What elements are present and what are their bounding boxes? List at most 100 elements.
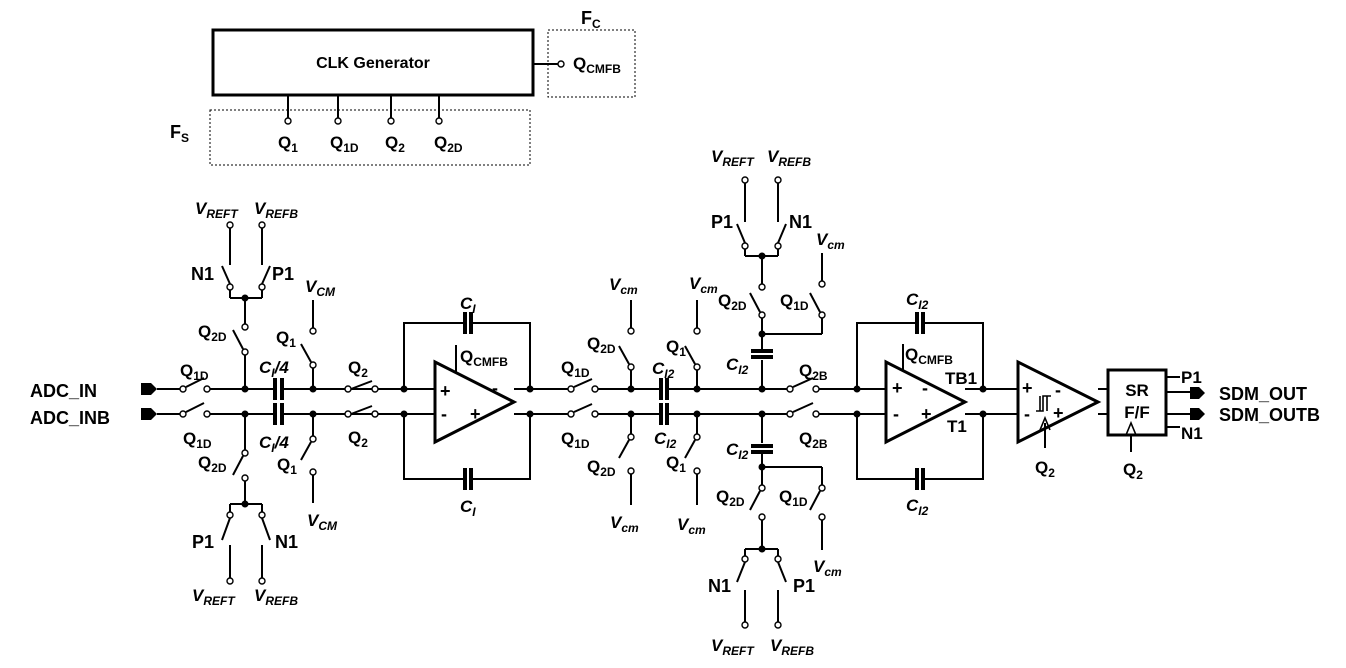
vcm-label: Vcm [677,515,706,537]
fc-dotted-box [547,29,636,98]
q1-switch-blades [684,345,696,459]
input-arrow-icon [141,408,157,420]
stage2-output-wires [965,388,1018,415]
vrefb-label: VREFB [770,636,814,658]
switch-node [241,449,249,457]
vreft-label: VREFT [195,199,239,221]
stage2-signal-wires [598,388,787,415]
comparator-triangle [1016,359,1102,445]
switch-node [818,311,826,319]
ref-switch-blades [221,517,271,541]
switch-node [758,484,766,492]
p1-label: P1 [272,264,294,284]
switch-node [812,385,820,393]
qcmfb-label: QCMFB [460,347,508,369]
q1-label: Q1 [666,453,686,475]
q2b-label: Q2B [799,429,828,451]
stage1-output-wires [514,388,568,415]
fs-dotted-box [209,109,531,166]
stage1-signal-wires [210,388,372,415]
vcm-label: VCM [305,277,336,299]
q1-label: Q1 [277,455,297,477]
switch-node [241,323,249,331]
vreft-label: VREFT [711,636,755,658]
stage1-integrator: + - - + QCMFB CI CI [400,294,568,519]
switch-node [567,410,575,418]
opamp-plus-sign: + [440,381,451,401]
fs-label: FS [170,122,189,145]
vreft-label: VREFT [711,147,755,169]
vcm-label: Vcm [610,513,639,535]
lower-ref-tree-2-wires [744,520,779,622]
adc-inb-label: ADC_INB [30,408,110,428]
clock-generator-group: CLK Generator FC FS QCMFB Q1 Q1D Q2 Q2D [170,8,636,166]
t1-label: T1 [947,417,967,436]
ci2-label: CI2 [726,440,749,462]
upper-dac-node-wires [761,318,823,350]
switch-blades [749,490,821,511]
q1d-switch-blades [573,378,593,413]
switch-node [344,410,352,418]
q2d-switch-blades [232,329,244,476]
switch-node [741,176,749,184]
clk-q1d-label: Q1D [330,133,359,155]
switch-node [567,385,575,393]
sdm-out-label: SDM_OUT [1219,384,1307,404]
comparator-plus-sign: + [1053,403,1064,423]
comparator: + - - + Q2 [1016,359,1108,480]
fc-label: FC [581,8,601,31]
ci2-label: CI2 [906,290,929,312]
q2-switch-blades [350,380,373,415]
switch-node [309,327,317,335]
q2d-label: Q2D [718,291,747,313]
junction-dot [241,294,249,302]
switch-node [758,513,766,521]
switch-node [258,283,266,291]
q2d-label: Q2D [587,457,616,479]
q2d-label: Q2D [198,453,227,475]
clk-qcmfb-label: QCMFB [573,54,621,76]
switch-node [258,577,266,585]
switch-node [591,410,599,418]
stage1-opamp-input-wires [378,388,435,415]
comparator-minus-sign: - [1055,380,1061,400]
vrefb-label: VREFB [254,586,298,608]
switch-node [226,511,234,519]
q2d-switch-blades [618,345,630,459]
output-arrow-icon [1190,387,1205,399]
junction-dot [758,330,766,338]
q1d-label: Q1D [561,429,590,451]
junction-dot [241,500,249,508]
opamp2-triangle [884,359,969,445]
switch-node [693,467,701,475]
vcm-label: Vcm [813,557,842,579]
q1d-label: Q1D [779,487,808,509]
q1d-label: Q1D [561,358,590,380]
output-arrow-icon [1190,408,1205,420]
ci-quarter-capacitors [273,378,284,425]
sr-label: SR [1125,381,1149,400]
switch-node [741,621,749,629]
sdm-outb-label: SDM_OUTB [1219,405,1320,425]
junction-dot [853,385,861,393]
switch-node [309,361,317,369]
opamp-plus-sign: + [470,404,481,424]
comparator-output-wires [1098,388,1108,415]
n1-label: N1 [191,264,214,284]
ci2-label: CI2 [652,359,675,381]
switch-node [203,410,211,418]
clock-edge-icon [1039,415,1051,431]
junction-dot [758,252,766,260]
stage2-feedback-wires [856,322,984,480]
switch-node [241,474,249,482]
ci2-capacitors [915,312,925,490]
switch-node [309,435,317,443]
opamp1-triangle [433,359,518,445]
ci-quarter-label: CI/4 [259,358,289,380]
ref-switch-blades [221,265,271,285]
switch-node [741,242,749,250]
ci-capacitors [463,312,473,490]
q2-label: Q2 [1035,458,1055,480]
junction-dot [758,545,766,553]
qcmfb-label: QCMFB [905,345,953,367]
